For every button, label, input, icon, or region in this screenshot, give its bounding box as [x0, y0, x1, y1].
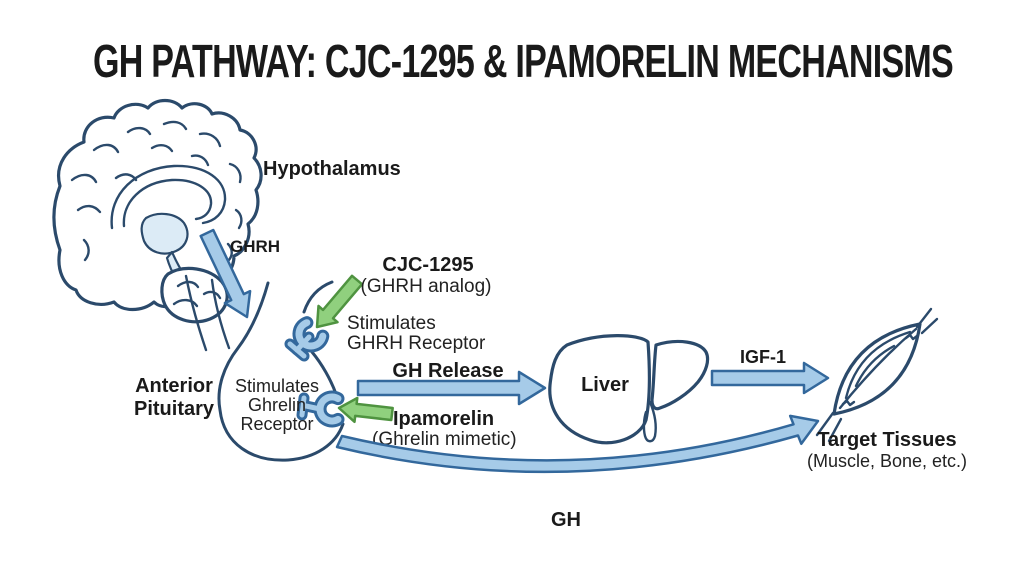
pituitary-label-line1: Anterior	[135, 375, 213, 397]
gh-curved-arrow	[335, 414, 820, 474]
muscle-striation	[854, 344, 896, 388]
gyri-folds	[70, 120, 243, 263]
ghrelin-receptor	[296, 390, 345, 428]
ghrh-receptor-action-line2: GHRH Receptor	[347, 333, 486, 354]
gh-release-label: GH Release	[392, 360, 503, 382]
muscle-tendon	[815, 411, 835, 437]
hypothalamus-label: Hypothalamus	[263, 158, 401, 180]
brainstem-line	[210, 278, 231, 350]
cjc-name: CJC-1295	[382, 254, 473, 276]
ghrelin-receptor-action-line2: Ghrelin	[248, 395, 306, 415]
cerebellum	[160, 266, 229, 324]
cjc-subtitle: (GHRH analog)	[361, 276, 492, 297]
muscle-striation	[844, 330, 912, 400]
muscle-tendon	[920, 317, 939, 335]
liver-left-lobe	[548, 334, 651, 445]
muscle-tendon	[827, 417, 843, 443]
liver-label: Liver	[581, 374, 629, 396]
ipamorelin-arrow	[337, 396, 394, 424]
pituitary-illustration	[217, 280, 345, 462]
muscle-break-mark	[904, 333, 919, 341]
ipamorelin-subtitle: (Ghrelin mimetic)	[372, 429, 517, 450]
corpus-callosum-inner	[122, 178, 213, 228]
cjc-arrow	[315, 274, 364, 329]
ghrelin-receptor-action-line3: Receptor	[240, 414, 313, 434]
pituitary-label-line2: Pituitary	[134, 398, 215, 420]
muscle-break-mark	[841, 399, 856, 407]
liver-gallbladder	[642, 400, 657, 443]
brainstem-line	[184, 274, 208, 352]
target-tissues-name: Target Tissues	[817, 429, 956, 451]
gh-label: GH	[551, 509, 581, 531]
ghrh-receptor	[284, 316, 330, 362]
hypothalamus-region	[140, 212, 189, 255]
ghrh-arrow	[199, 228, 252, 319]
corpus-callosum-outer	[110, 164, 227, 230]
pituitary-right-stalk	[302, 280, 334, 314]
muscle-illustration	[815, 307, 939, 443]
ghrh-receptor-action-line1: Stimulates	[347, 313, 436, 334]
ghrh-label: GHRH	[230, 237, 280, 256]
target-tissues-subtitle: (Muscle, Bone, etc.)	[807, 451, 967, 471]
pituitary-right-wall	[310, 350, 338, 396]
brain-illustration	[52, 98, 263, 352]
ipamorelin-name: Ipamorelin	[393, 408, 494, 430]
muscle-tendon	[915, 307, 933, 329]
ghrelin-receptor-action-line1: Stimulates	[235, 376, 319, 396]
page-title: GH PATHWAY: CJC-1295 & IPAMORELIN MECHAN…	[93, 35, 953, 87]
pituitary-left-wall	[217, 281, 345, 462]
cerebellum-fold	[176, 280, 200, 289]
igf1-arrow	[710, 361, 830, 395]
liver-right-lobe	[650, 339, 710, 411]
igf1-label: IGF-1	[740, 347, 786, 367]
gh-release-arrow	[356, 370, 547, 406]
cerebellum-fold	[172, 298, 199, 308]
liver-illustration	[548, 334, 710, 445]
brain-outline	[52, 98, 263, 312]
